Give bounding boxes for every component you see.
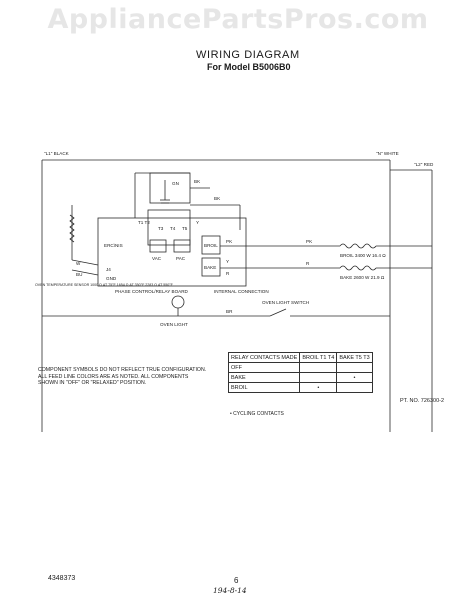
label-r-right: R	[306, 261, 310, 266]
label-broil-relay: BROIL	[204, 243, 218, 248]
relay-header-broil: BROIL T1 T4	[299, 352, 338, 363]
label-y-top: Y	[196, 220, 199, 225]
bake-relay-coil	[173, 239, 191, 253]
label-pac: PAC	[176, 256, 186, 261]
control-board	[97, 217, 247, 287]
ground-box	[149, 172, 191, 204]
label-gn: GN	[172, 181, 179, 186]
label-oven-light-switch: OVEN LIGHT SWITCH	[262, 300, 309, 305]
label-n: "N" WHITE	[376, 151, 399, 156]
label-r-mid: R	[226, 271, 230, 276]
label-internal-connection: INTERNAL CONNECTION	[214, 289, 269, 294]
label-pk-right: PK	[306, 239, 313, 244]
model-subtitle: For Model B5006B0	[207, 62, 291, 72]
label-broil-element: BROIL 3400 W 16.4 Ω	[340, 253, 386, 258]
label-t1-t2: T1 T2	[138, 220, 150, 225]
relay-contacts-box	[147, 209, 191, 246]
label-br: BR	[226, 309, 233, 314]
handwritten-note: 194-8-14	[213, 586, 247, 595]
document-number: 4348373	[48, 575, 76, 582]
relay-broil-cell	[299, 362, 338, 373]
label-bake-element: BAKE 2600 W 21.9 Ω	[340, 275, 385, 280]
table-row: OFF	[227, 362, 373, 373]
relay-broil-cell	[299, 372, 338, 383]
oven-light-switch-blade	[269, 308, 287, 317]
label-bake-relay: BAKE	[204, 265, 216, 270]
label-y-mid: Y	[226, 259, 229, 264]
table-row: BAKE •	[227, 372, 373, 383]
label-bk-top: BK	[194, 179, 201, 184]
relay-bake-cell: •	[336, 372, 373, 383]
relay-bake-cell	[336, 382, 373, 393]
relay-mode: OFF	[227, 362, 301, 373]
relay-header-bake: BAKE T5 T3	[336, 352, 373, 363]
broil-element	[339, 243, 377, 249]
relay-header-contacts: RELAY CONTACTS MADE	[227, 352, 301, 363]
label-ercnis: ERC\NIS	[104, 243, 123, 248]
bake-element	[339, 265, 377, 271]
cycling-contacts-note: • CYCLING CONTACTS	[230, 411, 284, 417]
relay-broil-cell: •	[299, 382, 338, 393]
label-l1: "L1" BLACK	[44, 151, 70, 156]
label-j4: J4	[106, 267, 111, 272]
label-t5: T5	[182, 226, 188, 231]
broil-relay-block	[201, 235, 221, 255]
part-number: PT. NO. 726300-2	[400, 398, 445, 404]
watermark: AppliancePartsPros.com	[47, 4, 429, 35]
page-number: 6	[234, 576, 239, 585]
label-l2: "L2" RED	[414, 162, 434, 167]
table-row: BROIL •	[227, 382, 373, 393]
label-control-board: PHASE CONTROL/RELAY BOARD	[115, 289, 189, 294]
bake-relay-block	[201, 257, 221, 277]
relay-mode: BAKE	[227, 372, 301, 383]
relay-mode: BROIL	[227, 382, 301, 393]
label-bk-mid: BK	[214, 196, 221, 201]
label-oven-temp-sensor: OVEN TEMPERATURE SENSOR 1000 Ω AT 75°F 1…	[35, 283, 174, 287]
page-title: WIRING DIAGRAM	[196, 49, 300, 61]
label-t4: T4	[170, 226, 176, 231]
label-pk-left: PK	[226, 239, 233, 244]
relay-table-header: RELAY CONTACTS MADE BROIL T1 T4 BAKE T5 …	[227, 352, 373, 363]
oven-light-lamp	[171, 295, 185, 309]
label-bu: BU	[76, 272, 82, 277]
component-note: COMPONENT SYMBOLS DO NOT REFLECT TRUE CO…	[38, 367, 207, 387]
label-gnd: GND	[106, 276, 117, 281]
label-t3: T3	[158, 226, 164, 231]
label-oven-light: OVEN LIGHT	[160, 322, 188, 327]
label-vac: VAC	[152, 256, 162, 261]
broil-relay-coil	[149, 239, 167, 253]
relay-bake-cell	[336, 362, 373, 373]
label-w: W	[76, 261, 81, 266]
relay-contacts-table: RELAY CONTACTS MADE BROIL T1 T4 BAKE T5 …	[227, 352, 373, 393]
